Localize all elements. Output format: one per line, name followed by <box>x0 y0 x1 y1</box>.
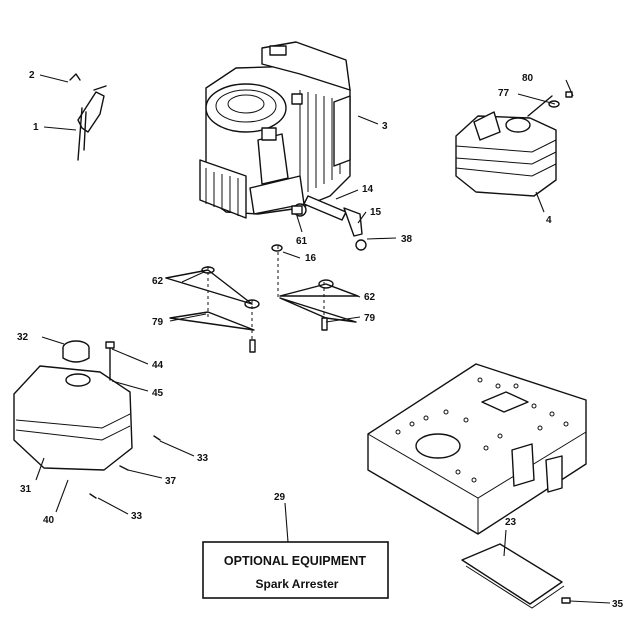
callout-33-upper: 33 <box>197 453 209 464</box>
callout-61: 61 <box>296 236 308 247</box>
engine-drawing <box>199 41 351 219</box>
heat-shield-drawing <box>461 543 571 609</box>
callout-33-lower: 33 <box>131 511 143 522</box>
callout-4: 4 <box>546 215 552 226</box>
callout-79-left: 79 <box>152 317 164 328</box>
callout-14: 14 <box>362 184 374 195</box>
callout-2: 2 <box>29 70 35 81</box>
callout-labels: 1 2 3 4 14 15 16 23 29 31 32 33 33 35 37… <box>17 70 624 610</box>
callout-37: 37 <box>165 476 177 487</box>
leader-lines <box>35 74 611 604</box>
callout-31: 31 <box>20 484 32 495</box>
callout-29: 29 <box>274 492 286 503</box>
callout-45: 45 <box>152 388 164 399</box>
callout-35: 35 <box>612 599 624 610</box>
control-bracket-drawing <box>69 73 107 161</box>
callout-23: 23 <box>505 517 517 528</box>
callout-32: 32 <box>17 332 29 343</box>
mounting-hardware-drawing <box>165 244 359 353</box>
callout-62-left: 62 <box>152 276 164 287</box>
fuel-line-drawing <box>291 195 367 251</box>
optional-equipment-subtitle: Spark Arrester <box>256 577 339 591</box>
fuel-tank-drawing <box>13 340 161 499</box>
callout-77: 77 <box>498 88 510 99</box>
optional-equipment-box: OPTIONAL EQUIPMENT Spark Arrester <box>202 541 389 599</box>
callout-15: 15 <box>370 207 382 218</box>
callout-44: 44 <box>152 360 164 371</box>
callout-16: 16 <box>305 253 317 264</box>
callout-40: 40 <box>43 515 55 526</box>
optional-equipment-title: OPTIONAL EQUIPMENT <box>224 554 367 568</box>
callout-38: 38 <box>401 234 413 245</box>
callout-1: 1 <box>33 122 39 133</box>
muffler-drawing <box>455 91 573 197</box>
callout-3: 3 <box>382 121 388 132</box>
callout-62-right: 62 <box>364 292 376 303</box>
callout-80: 80 <box>522 73 534 84</box>
chassis-plate-drawing <box>367 363 587 535</box>
callout-79-right: 79 <box>364 313 376 324</box>
